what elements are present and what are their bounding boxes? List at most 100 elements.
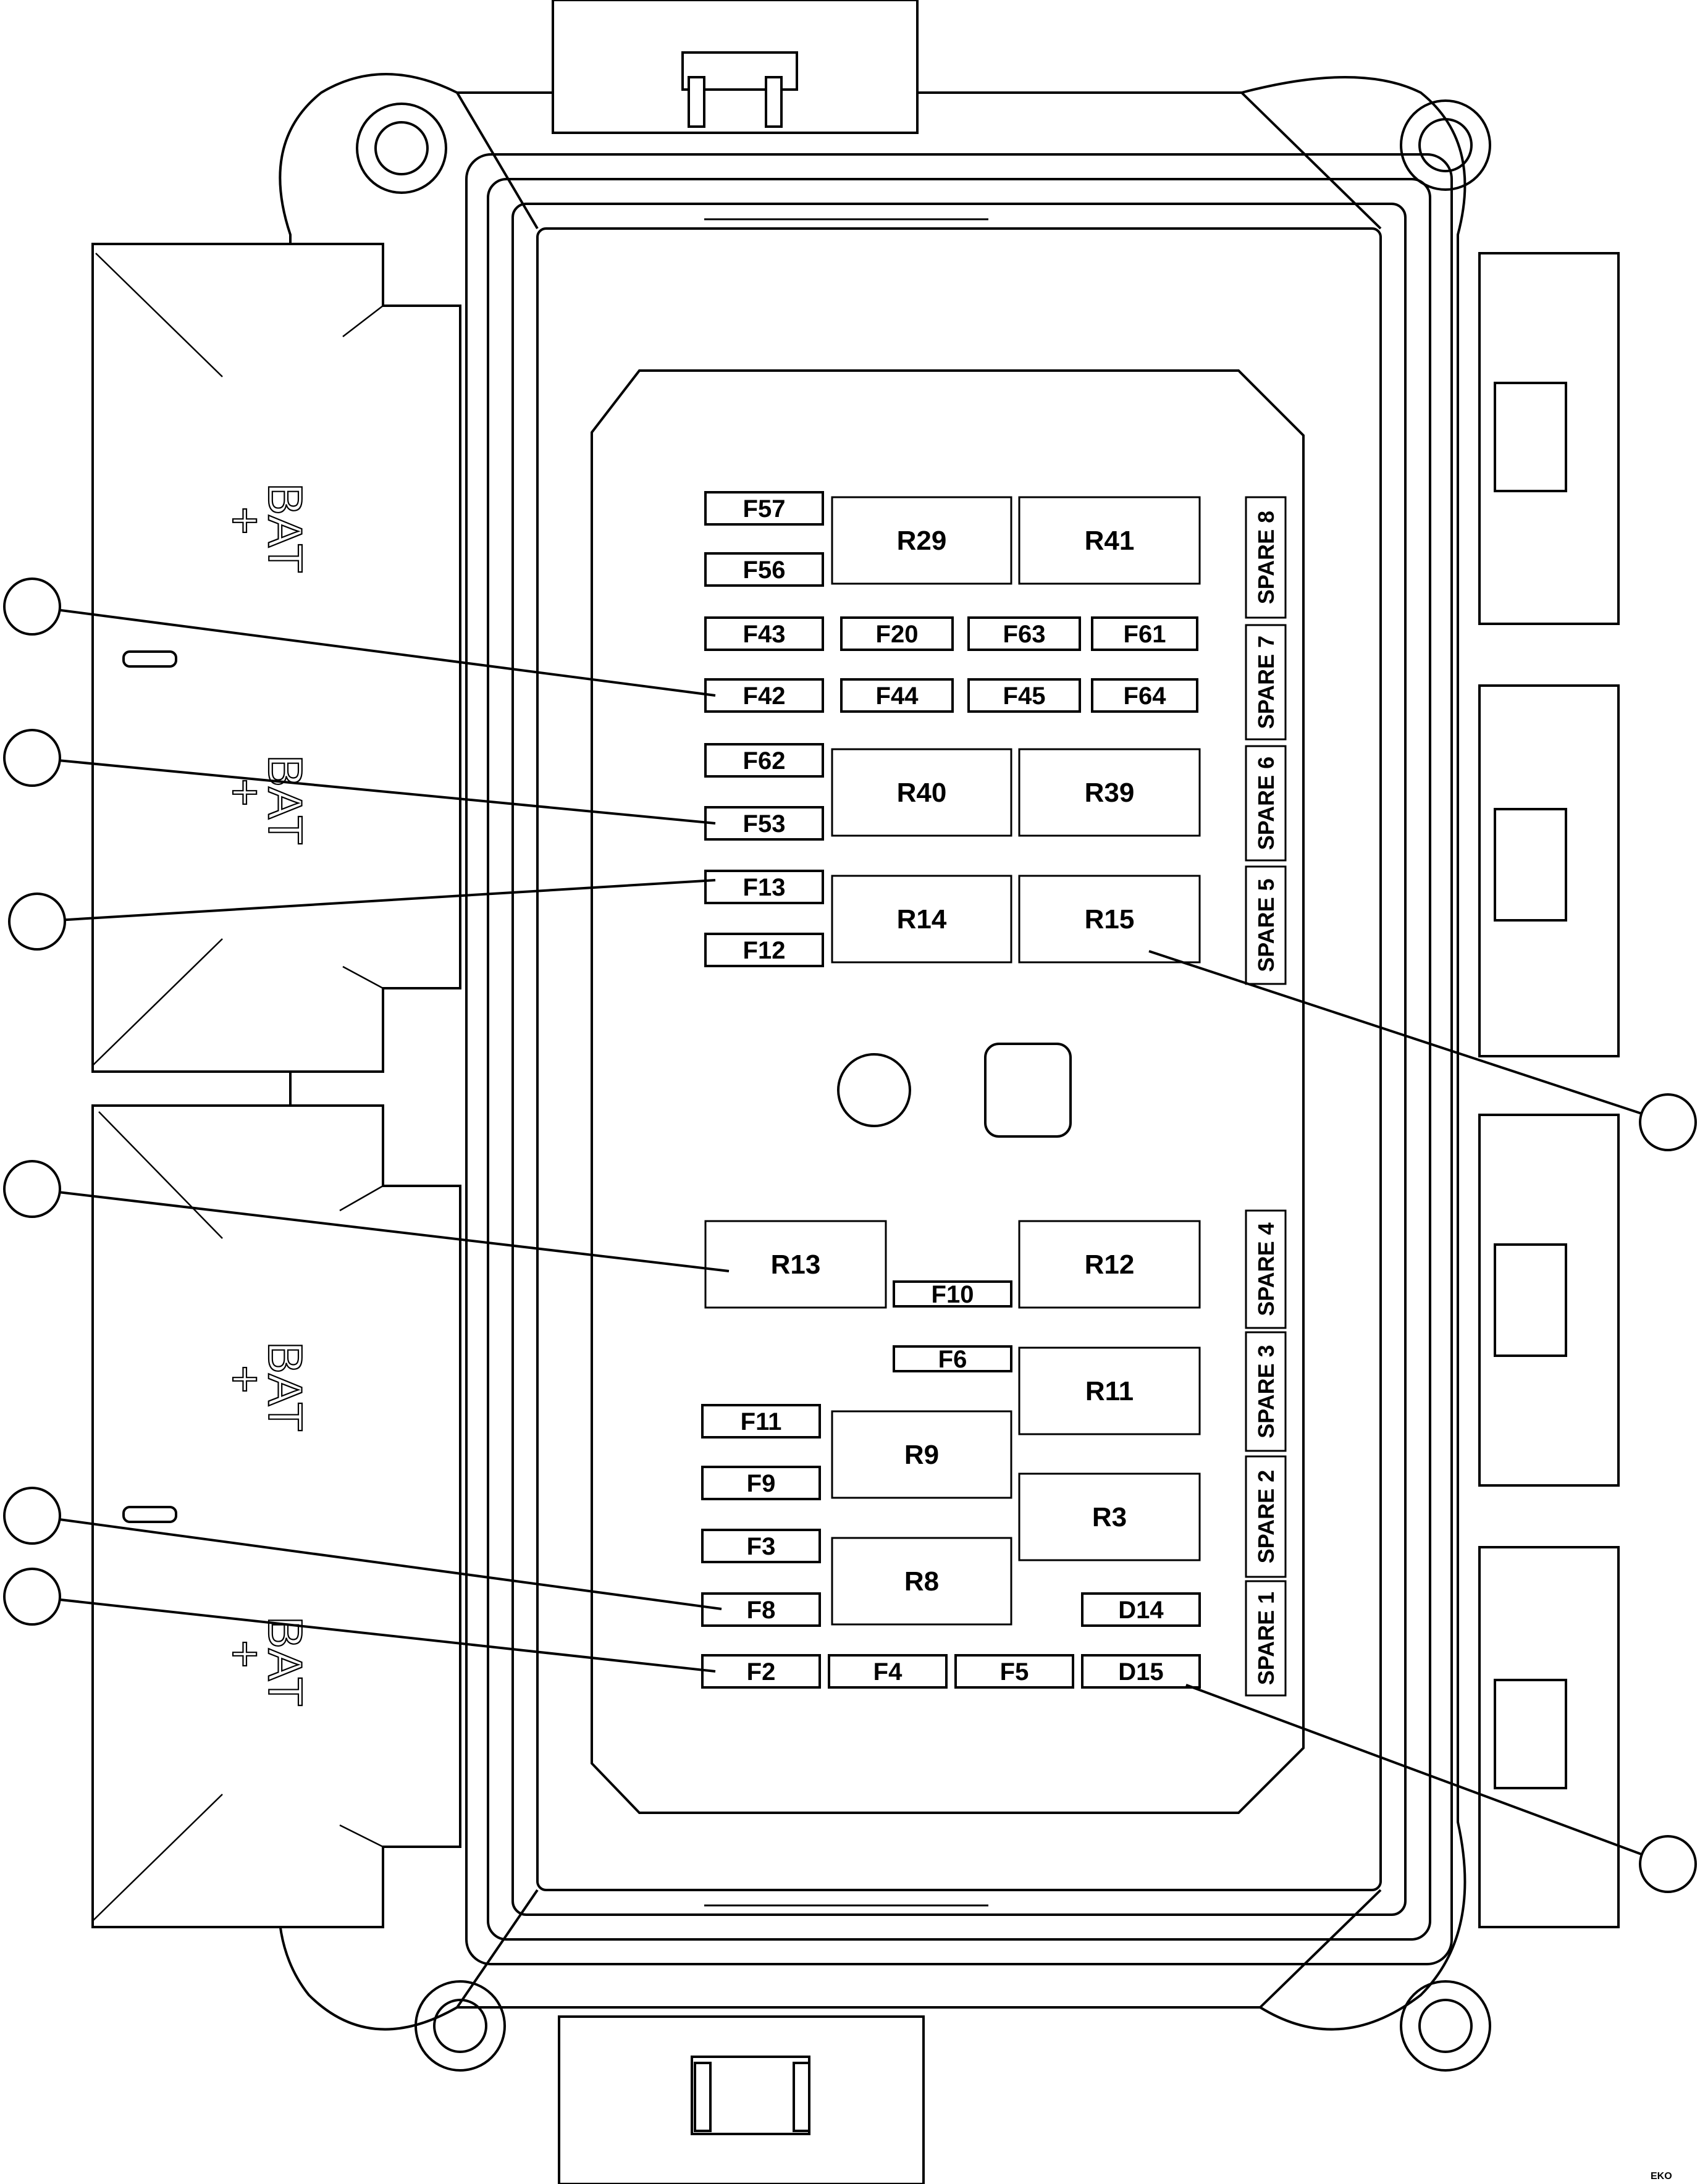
fuse-label: F64 bbox=[1124, 682, 1167, 710]
bat-terminal-label-2: BAT + bbox=[217, 754, 313, 846]
fuse-f10: F10 bbox=[893, 1280, 1012, 1308]
callout-circle bbox=[3, 1487, 61, 1545]
spare-slot-7: SPARE 7 bbox=[1245, 624, 1287, 741]
callout-leader-line bbox=[1148, 950, 1668, 1124]
bat-text: BAT bbox=[258, 483, 313, 573]
fuse-f20: F20 bbox=[840, 616, 954, 651]
fuse-label: D15 bbox=[1118, 1658, 1163, 1686]
bat-text: BAT bbox=[258, 1342, 313, 1432]
callout-leader-line bbox=[32, 1514, 722, 1610]
fuse-f5: F5 bbox=[954, 1654, 1074, 1689]
mounting-hole-top-right bbox=[1400, 99, 1491, 191]
fuse-d14: D14 bbox=[1081, 1592, 1201, 1627]
spare-slot-3: SPARE 3 bbox=[1245, 1331, 1287, 1452]
callout-r15 bbox=[1148, 950, 1697, 1151]
spare-label: SPARE 7 bbox=[1253, 636, 1279, 729]
fuse-label: F56 bbox=[743, 556, 786, 584]
bat-terminal-label-4: BAT + bbox=[217, 1616, 313, 1707]
fuse-f63: F63 bbox=[967, 616, 1081, 651]
center-round-hole bbox=[837, 1053, 911, 1127]
callout-circle bbox=[3, 1568, 61, 1626]
center-square-hole bbox=[984, 1043, 1072, 1138]
callout-f42 bbox=[3, 578, 716, 697]
fuse-f12: F12 bbox=[704, 933, 824, 967]
spare-slot-5: SPARE 5 bbox=[1245, 865, 1287, 985]
relay-label: R13 bbox=[771, 1250, 821, 1280]
fuse-f44: F44 bbox=[840, 678, 954, 713]
fuse-label: F45 bbox=[1003, 682, 1046, 710]
spare-label: SPARE 3 bbox=[1253, 1345, 1279, 1438]
fuse-label: F3 bbox=[747, 1533, 776, 1560]
fuse-label: F42 bbox=[743, 682, 786, 710]
fuse-f56: F56 bbox=[704, 552, 824, 587]
spare-slot-1: SPARE 1 bbox=[1245, 1580, 1287, 1697]
callout-leader-line bbox=[36, 879, 716, 923]
fuse-label: F20 bbox=[876, 621, 919, 648]
relay-r12: R12 bbox=[1018, 1220, 1201, 1309]
relay-r13: R13 bbox=[704, 1220, 887, 1309]
callout-leader-line bbox=[32, 605, 716, 697]
mounting-hole-top-left bbox=[356, 103, 447, 194]
fuse-f2: F2 bbox=[701, 1654, 821, 1689]
callout-circle bbox=[3, 578, 61, 636]
relay-label: R29 bbox=[897, 526, 947, 556]
callout-circle bbox=[1639, 1835, 1697, 1893]
relay-r14: R14 bbox=[831, 875, 1012, 964]
relay-r15: R15 bbox=[1018, 875, 1201, 964]
mounting-hole-bottom-right bbox=[1400, 1980, 1491, 2072]
relay-label: R3 bbox=[1092, 1502, 1127, 1532]
relay-r39: R39 bbox=[1018, 748, 1201, 837]
right-connectors bbox=[1478, 252, 1620, 1928]
fuse-label: D14 bbox=[1118, 1597, 1164, 1624]
relay-r40: R40 bbox=[831, 748, 1012, 837]
bat-terminal-label-1: BAT + bbox=[217, 482, 313, 574]
bottom-connector bbox=[558, 2015, 925, 2184]
fuse-label: F6 bbox=[938, 1346, 967, 1373]
spare-slot-4: SPARE 4 bbox=[1245, 1209, 1287, 1329]
relay-label: R15 bbox=[1085, 904, 1135, 934]
relay-label: R40 bbox=[897, 778, 947, 808]
bat-plus-sign: + bbox=[218, 778, 272, 807]
relay-r41: R41 bbox=[1018, 496, 1201, 585]
callout-layer bbox=[3, 578, 1697, 1893]
fuse-box-housing bbox=[277, 73, 1466, 2031]
corner-code: EKO bbox=[1651, 2171, 1672, 2182]
fuse-f11: F11 bbox=[701, 1404, 821, 1438]
callout-f53 bbox=[3, 729, 716, 825]
fuse-label: F61 bbox=[1124, 621, 1166, 648]
relay-label: R12 bbox=[1085, 1250, 1135, 1280]
fuse-f45: F45 bbox=[967, 678, 1081, 713]
relay-r3: R3 bbox=[1018, 1472, 1201, 1561]
spare-label: SPARE 2 bbox=[1253, 1470, 1279, 1563]
spare-slot-8: SPARE 8 bbox=[1245, 496, 1287, 619]
callout-circle bbox=[3, 1160, 61, 1218]
fuse-f53: F53 bbox=[704, 806, 824, 841]
callout-r13 bbox=[3, 1160, 730, 1272]
callout-d15 bbox=[1185, 1684, 1697, 1893]
relay-label: R9 bbox=[904, 1440, 939, 1470]
fuse-f3: F3 bbox=[701, 1529, 821, 1563]
fuse-f61: F61 bbox=[1091, 616, 1198, 651]
fuse-f43: F43 bbox=[704, 616, 824, 651]
fuse-d15: D15 bbox=[1081, 1654, 1201, 1689]
fuse-f6: F6 bbox=[893, 1345, 1012, 1373]
fuse-f13: F13 bbox=[704, 870, 824, 904]
bat-text: BAT bbox=[258, 755, 313, 845]
spare-label: SPARE 1 bbox=[1253, 1592, 1279, 1685]
spare-label: SPARE 6 bbox=[1253, 757, 1279, 850]
callout-circle bbox=[3, 729, 61, 787]
relay-label: R41 bbox=[1085, 526, 1135, 556]
top-connector bbox=[552, 0, 919, 134]
fuse-f9: F9 bbox=[701, 1466, 821, 1500]
bat-terminal-label-3: BAT + bbox=[217, 1341, 313, 1432]
relay-label: R14 bbox=[897, 904, 947, 934]
spare-layer: SPARE 8 SPARE 7 SPARE 6 SPARE 5 SPARE 4 SPARE… bbox=[1245, 496, 1287, 1697]
relay-r11: R11 bbox=[1018, 1346, 1201, 1435]
relay-r29: R29 bbox=[831, 496, 1012, 585]
callout-f8 bbox=[3, 1487, 722, 1610]
left-terminal-blocks bbox=[91, 243, 461, 1928]
callout-leader-line bbox=[32, 1188, 730, 1272]
callout-leader-line bbox=[32, 1595, 716, 1673]
callout-f13 bbox=[8, 879, 716, 951]
fuse-f4: F4 bbox=[828, 1654, 948, 1689]
